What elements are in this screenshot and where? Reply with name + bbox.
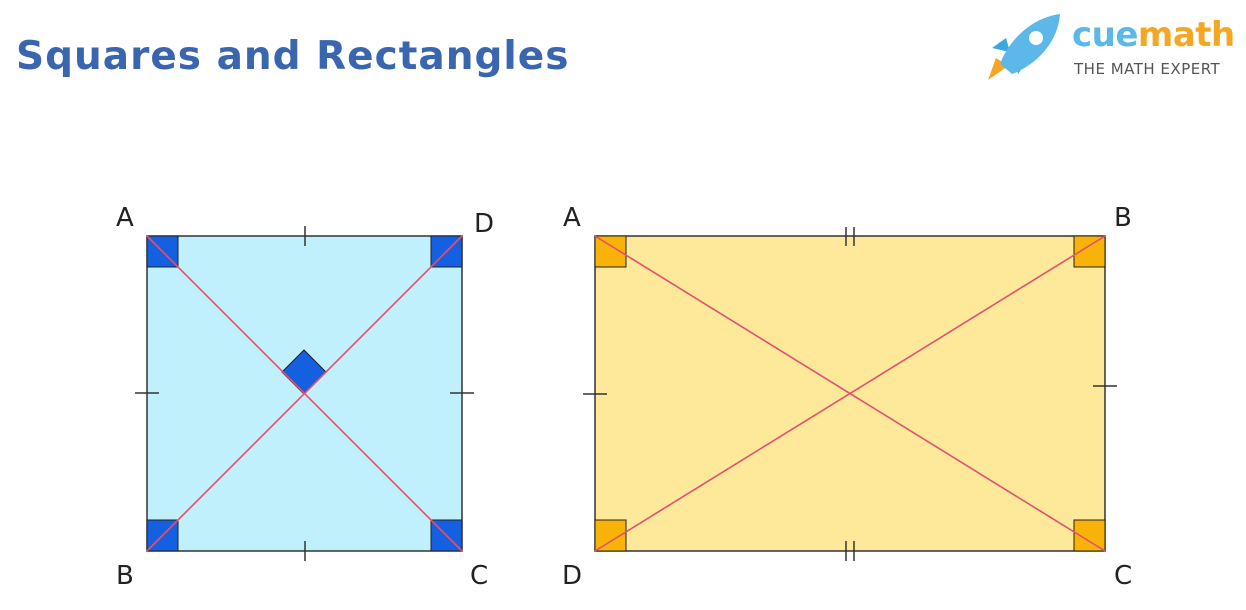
rectangle-figure: A B D C	[562, 203, 1132, 591]
square-vertex-label-b: B	[116, 561, 134, 591]
rectangle-vertex-label-d: D	[562, 561, 582, 591]
logo-word-part2: math	[1137, 15, 1235, 55]
rectangle-vertex-label-a: A	[563, 203, 581, 233]
rocket-icon	[988, 14, 1060, 80]
rectangle-diagonal-bd	[594, 235, 1106, 552]
rectangle-vertex-label-b: B	[1114, 203, 1132, 233]
logo-wordmark: cuemath	[1072, 18, 1235, 52]
square-figure: A D B C	[116, 203, 494, 591]
rectangle-vertex-label-c: C	[1114, 561, 1132, 591]
page-title: Squares and Rectangles	[16, 34, 570, 79]
logo-word-part1: cue	[1072, 15, 1138, 55]
logo-tagline: THE MATH EXPERT	[1074, 60, 1221, 78]
square-vertex-label-a: A	[116, 203, 134, 233]
square-vertex-label-d: D	[474, 209, 494, 239]
square-diagonal-bd	[146, 235, 463, 552]
cuemath-logo: cuemath THE MATH EXPERT	[984, 8, 1240, 84]
square-vertex-label-c: C	[470, 561, 488, 591]
